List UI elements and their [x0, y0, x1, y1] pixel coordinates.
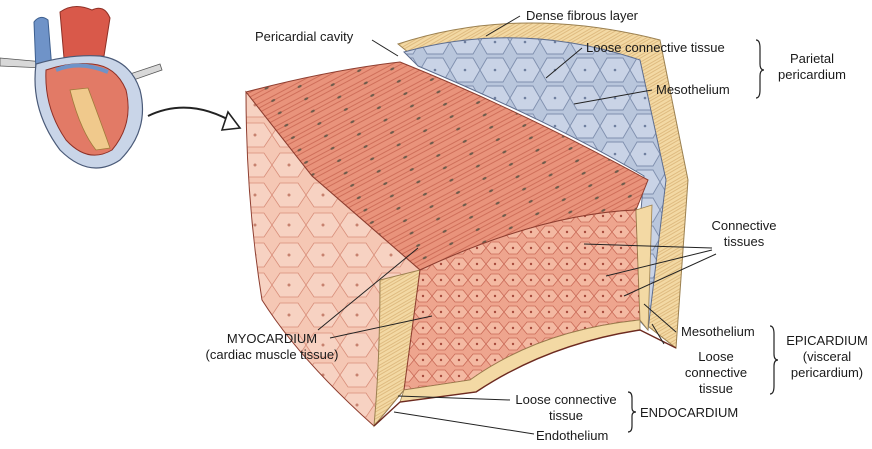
label-tissue-right: tissue	[676, 381, 756, 396]
heart-illustration	[0, 6, 162, 168]
label-mesothelium-top: Mesothelium	[656, 82, 730, 97]
label-pericardium-visceral: pericardium)	[782, 365, 872, 380]
label-tissue-bottom: tissue	[504, 408, 628, 423]
label-tissues: tissues	[704, 234, 784, 249]
label-pericardium: pericardium	[772, 67, 852, 82]
label-connective: Connective	[704, 218, 784, 233]
label-pericardial-cavity: Pericardial cavity	[255, 29, 353, 44]
label-epicardium: EPICARDIUM	[782, 333, 872, 348]
label-myocardium-subtitle: (cardiac muscle tissue)	[192, 347, 352, 362]
label-mesothelium-bottom: Mesothelium	[681, 324, 755, 339]
label-connective-right: connective	[676, 365, 756, 380]
label-loose-connective-bottom: Loose connective	[504, 392, 628, 407]
label-myocardium: MYOCARDIUM	[192, 331, 352, 346]
label-loose-connective-tissue-top: Loose connective tissue	[586, 40, 725, 55]
label-parietal: Parietal	[772, 51, 852, 66]
heart-wall-block	[246, 23, 688, 426]
zoom-arrow	[148, 108, 236, 124]
label-loose: Loose	[676, 349, 756, 364]
label-visceral: (visceral	[782, 349, 872, 364]
label-endothelium: Endothelium	[536, 428, 608, 443]
label-endocardium: ENDOCARDIUM	[640, 405, 738, 420]
label-dense-fibrous-layer: Dense fibrous layer	[526, 8, 638, 23]
